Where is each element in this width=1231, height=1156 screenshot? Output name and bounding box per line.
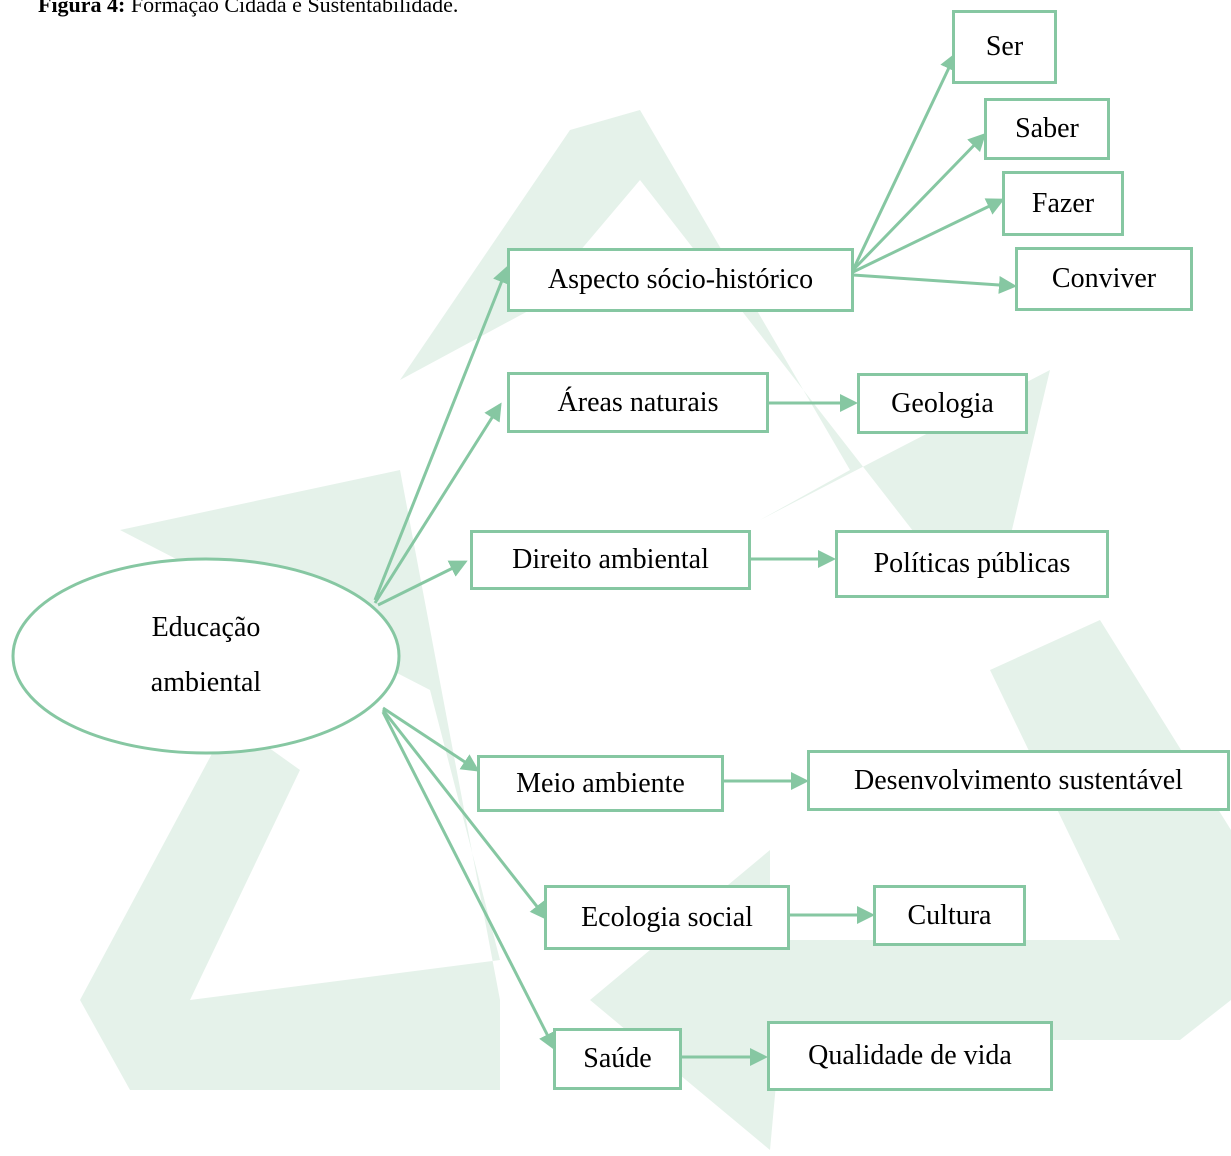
arrow-root-direito — [377, 560, 468, 607]
arrow-aspecto-ser — [851, 52, 957, 271]
root-line2: ambiental — [150, 667, 262, 698]
figure-title: Formação Cidadã e Sustentabilidade. — [130, 0, 459, 17]
node-saber: Saber — [984, 98, 1110, 160]
node-direito: Direito ambiental — [470, 530, 751, 590]
figure-caption: Figura 4: Formação Cidadã e Sustentabili… — [38, 0, 458, 18]
node-politicas: Políticas públicas — [835, 530, 1109, 598]
node-cultura: Cultura — [873, 885, 1026, 946]
arrow-root-saude — [381, 711, 556, 1051]
node-aspecto: Aspecto sócio-histórico — [507, 248, 854, 312]
arrow-aspecto-fazer — [852, 198, 1005, 274]
node-areas: Áreas naturais — [507, 372, 769, 433]
watermark-top-arrow — [400, 110, 1050, 580]
node-conviver: Conviver — [1015, 247, 1193, 311]
arrow-aspecto-conviver — [852, 273, 1017, 294]
node-meio: Meio ambiente — [477, 755, 724, 812]
root-line1: Educação — [151, 612, 261, 643]
node-fazer: Fazer — [1002, 171, 1124, 236]
node-geologia: Geologia — [857, 373, 1028, 434]
node-ecologia: Ecologia social — [544, 885, 790, 950]
arrow-aspecto-saber — [851, 132, 987, 272]
arrow-root-aspecto — [373, 265, 510, 601]
node-ser: Ser — [952, 10, 1057, 84]
node-saude: Saúde — [553, 1028, 682, 1090]
arrow-root-ecologia — [381, 709, 548, 921]
node-qualidade: Qualidade de vida — [767, 1021, 1053, 1091]
node-desenvolvimento: Desenvolvimento sustentável — [807, 750, 1230, 811]
figure-label: Figura 4: — [38, 0, 126, 17]
